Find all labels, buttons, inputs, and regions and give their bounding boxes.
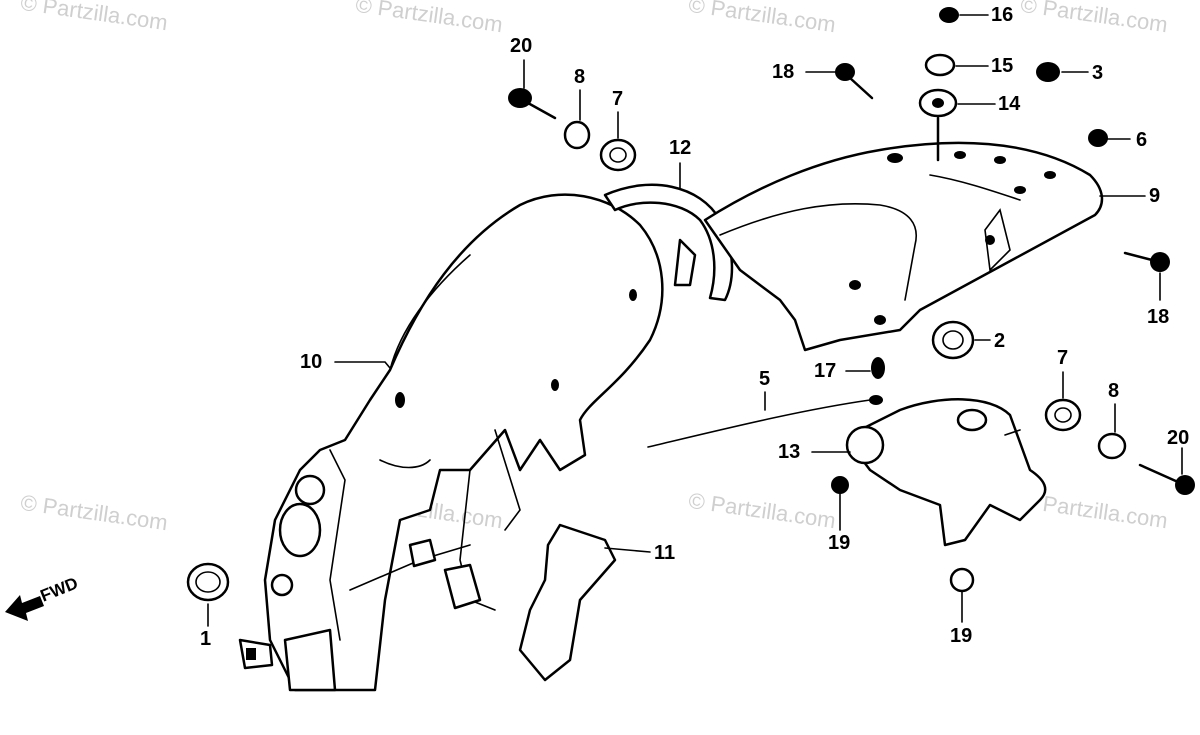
callout-20b: 20 bbox=[1167, 427, 1190, 449]
callout-12: 12 bbox=[669, 137, 692, 159]
wire-part bbox=[647, 399, 871, 448]
rear-fender-part bbox=[263, 193, 664, 692]
band-part bbox=[603, 183, 734, 302]
callout-3: 3 bbox=[1092, 62, 1104, 84]
callout-6: 6 bbox=[1136, 129, 1148, 151]
collar-7b-part bbox=[1044, 398, 1082, 432]
washer-8b-part bbox=[1097, 432, 1127, 460]
side-plate-part bbox=[518, 523, 617, 682]
callout-19b: 19 bbox=[950, 625, 973, 647]
nut-17-part bbox=[871, 357, 885, 379]
callout-15: 15 bbox=[991, 55, 1014, 77]
callout-16: 16 bbox=[991, 4, 1014, 26]
callout-18a: 18 bbox=[772, 61, 795, 83]
callout-19a: 19 bbox=[828, 532, 851, 554]
wire-end bbox=[869, 395, 883, 405]
bolt-20b-part bbox=[1138, 463, 1195, 495]
bolt-18b-part bbox=[1123, 251, 1170, 272]
callout-1: 1 bbox=[200, 628, 212, 650]
license-light-part bbox=[831, 398, 1047, 547]
callout-11: 11 bbox=[654, 542, 676, 564]
callout-10: 10 bbox=[300, 351, 323, 373]
clip-part bbox=[238, 638, 274, 670]
washer-15-part bbox=[924, 53, 956, 77]
callout-9: 9 bbox=[1149, 185, 1161, 207]
callout-14: 14 bbox=[998, 93, 1021, 115]
callout-7b: 7 bbox=[1057, 347, 1069, 369]
grommet-14-part bbox=[918, 88, 958, 162]
collar-7a-part bbox=[599, 138, 637, 172]
callout-13: 13 bbox=[778, 441, 801, 463]
fwd-arrow-icon bbox=[5, 595, 44, 621]
callout-7a: 7 bbox=[612, 88, 624, 110]
callout-5: 5 bbox=[759, 368, 771, 390]
grommet-2-part bbox=[931, 320, 975, 360]
callout-17: 17 bbox=[814, 360, 837, 382]
bolt-18a-part bbox=[835, 63, 874, 100]
nut-6-part bbox=[1088, 129, 1108, 147]
nut-3-part bbox=[1036, 62, 1060, 82]
callout-8a: 8 bbox=[574, 66, 586, 88]
callout-20a: 20 bbox=[510, 35, 533, 57]
leader-lines bbox=[207, 14, 1183, 627]
upper-fender-part bbox=[703, 141, 1104, 352]
callout-2: 2 bbox=[994, 330, 1006, 352]
washer-8a-part bbox=[563, 120, 591, 150]
callout-18b: 18 bbox=[1147, 306, 1170, 328]
callout-8b: 8 bbox=[1108, 380, 1120, 402]
grommet-1-part bbox=[186, 562, 230, 602]
nut-16-part bbox=[939, 7, 959, 23]
bolt-20a-part bbox=[508, 88, 557, 120]
nut-19-part bbox=[949, 567, 975, 593]
